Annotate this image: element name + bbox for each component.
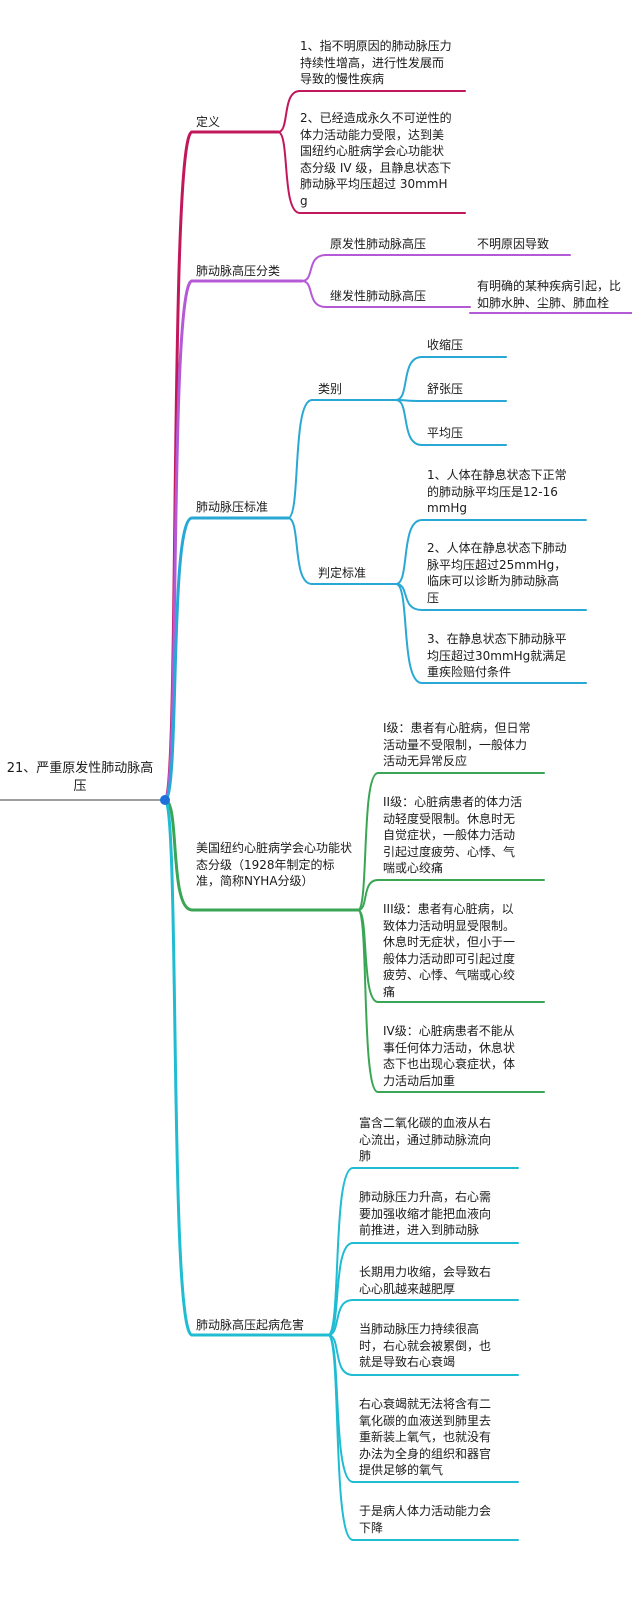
nyha-item-line-1 — [357, 772, 379, 911]
hazard-item-line-3 — [327, 1299, 354, 1336]
root-connector-dot — [160, 795, 170, 805]
nyha-item-line-2 — [357, 879, 379, 911]
hazard-branch-label: 肺动脉高压起病危害 — [196, 1318, 305, 1332]
standard-type-systolic: 收缩压 — [427, 338, 464, 352]
standard-types-line — [287, 399, 313, 519]
classification-branch-label: 肺动脉高压分类 — [196, 264, 281, 278]
standard-type-line-1 — [395, 356, 423, 401]
classification-primary-detail: 不明原因导致 — [477, 237, 550, 251]
hazard-item-line-2 — [327, 1242, 354, 1336]
classification-secondary-label: 继发性肺动脉高压 — [330, 289, 427, 303]
hazard-item-line-5 — [327, 1334, 354, 1483]
nyha-item-class-3: III级：患者有心脏病，以致体力活动明显受限制。休息时无症状，但小于一般体力活动… — [383, 902, 516, 999]
standard-criteria-line-3 — [395, 583, 423, 684]
nyha-item-class-4: IV级：心脏病患者不能从事任何体力活动，休息状态下也出现心衰症状，体力活动后加重 — [383, 1024, 516, 1088]
definition-branch-label: 定义 — [196, 115, 221, 129]
standard-type-mean: 平均压 — [427, 426, 464, 440]
nyha-branch-line — [163, 798, 194, 912]
classification-primary-label: 原发性肺动脉高压 — [330, 237, 427, 251]
standard-criteria-item-2: 2、人体在静息状态下肺动脉平均压超过25mmHg，临床可以诊断为肺动脉高压 — [427, 541, 567, 605]
hazard-item-line-4 — [327, 1334, 354, 1376]
standard-criteria-line — [287, 517, 313, 585]
classification-secondary-detail: 有明确的某种疾病引起，比如肺水肿、尘肺、肺血栓 — [477, 279, 622, 310]
standard-branch-line — [163, 516, 194, 802]
hazard-item-line-6 — [327, 1334, 354, 1541]
standard-type-diastolic: 舒张压 — [427, 382, 464, 396]
hazard-item-3: 长期用力收缩，会导致右心心肌越来越肥厚 — [359, 1265, 492, 1296]
standard-types-label: 类别 — [318, 382, 343, 396]
hazard-item-1: 富含二氧化碳的血液从右心流出，通过肺动脉流向肺 — [359, 1116, 492, 1163]
classification-primary-line — [301, 254, 327, 282]
hazard-branch-line — [163, 798, 194, 1337]
definition-branch-line — [163, 130, 194, 802]
nyha-branch-label: 美国纽约心脏病学会心功能状态分级（1928年制定的标准，简称NYHA分级） — [196, 841, 353, 888]
standard-type-line-3 — [395, 399, 423, 446]
definition-item-1: 1、指不明原因的肺动脉压力持续性增高，进行性发展而导致的慢性疾病 — [300, 39, 452, 86]
standard-criteria-item-3: 3、在静息状态下肺动脉平均压超过30mmHg就满足重疾险赔付条件 — [427, 632, 567, 679]
standard-branch-label: 肺动脉压标准 — [196, 500, 269, 514]
nyha-item-line-4 — [357, 909, 379, 1093]
hazard-item-4: 当肺动脉压力持续很高时，右心就会被累倒，也就是导致右心衰竭 — [359, 1322, 492, 1369]
hazard-item-6: 于是病人体力活动能力会下降 — [359, 1504, 492, 1535]
classification-secondary-line — [301, 280, 327, 308]
nyha-item-class-2: II级：心脏病患者的体力活动轻度受限制。休息时无自觉症状，一般体力活动引起过度疲… — [383, 795, 523, 875]
definition-item-2-line — [277, 131, 301, 214]
standard-criteria-label: 判定标准 — [318, 566, 367, 580]
nyha-item-class-1: I级：患者有心脏病，但日常活动量不受限制，一般体力活动无异常反应 — [383, 721, 531, 768]
standard-criteria-line-1 — [395, 519, 423, 585]
hazard-item-line-1 — [327, 1167, 354, 1336]
definition-item-2: 2、已经造成永久不可逆性的体力活动能力受限，达到美国纽约心脏病学会心功能状态分级… — [300, 111, 452, 208]
hazard-item-2: 肺动脉压力升高，右心需要加强收缩才能把血液向前推进，进入到肺动脉 — [359, 1190, 492, 1237]
standard-criteria-item-1: 1、人体在静息状态下正常的肺动脉平均压是12-16mmHg — [427, 468, 567, 515]
definition-item-1-line — [277, 90, 301, 133]
hazard-item-5: 右心衰竭就无法将含有二氧化碳的血液送到肺里去重新装上氧气，也就没有办法为全身的组… — [359, 1397, 492, 1477]
root-topic: 21、严重原发性肺动脉高压 — [6, 761, 154, 794]
